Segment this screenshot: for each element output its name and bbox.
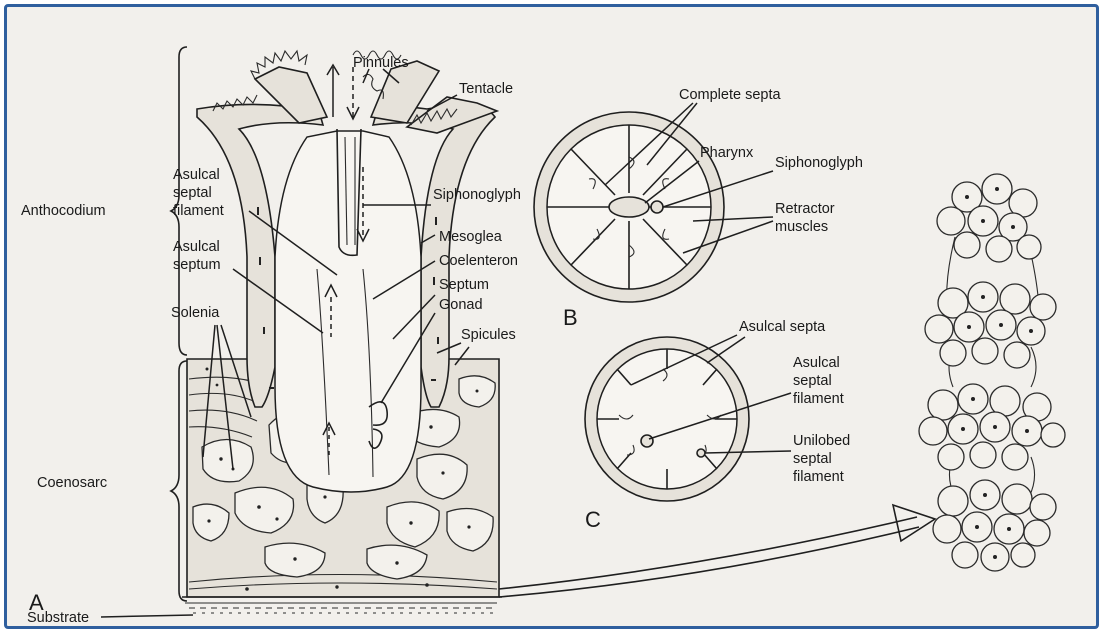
colony-arrow bbox=[499, 517, 917, 589]
label-pharynx: Pharynx bbox=[700, 145, 754, 161]
panel-label-c: C bbox=[585, 507, 601, 532]
cross-section-c bbox=[585, 337, 749, 501]
label-asulcal-septa: Asulcal septa bbox=[739, 319, 826, 335]
figure-frame: Pinnules Tentacle Anthocodium Asulcal se… bbox=[4, 4, 1099, 629]
label-retractor-2: muscles bbox=[775, 219, 828, 235]
coenosarc-brace bbox=[171, 361, 187, 601]
label-asulcal-septum-2: septum bbox=[173, 257, 221, 273]
label-coelenteron: Coelenteron bbox=[439, 253, 518, 269]
label-spicules: Spicules bbox=[461, 327, 516, 343]
label-asulcal-septum-1: Asulcal bbox=[173, 239, 220, 255]
pharynx-b bbox=[609, 197, 649, 217]
label-asulcal-septal-filament-2: septal bbox=[173, 185, 212, 201]
cross-section-b bbox=[534, 112, 724, 302]
coral-anatomy-diagram: Pinnules Tentacle Anthocodium Asulcal se… bbox=[7, 7, 1096, 626]
label-asulcal-septal-filament-1: Asulcal bbox=[173, 167, 220, 183]
label-complete-septa: Complete septa bbox=[679, 87, 781, 103]
label-siphonoglyph-b: Siphonoglyph bbox=[775, 155, 863, 171]
label-siphonoglyph-a: Siphonoglyph bbox=[433, 187, 521, 203]
label-anthocodium: Anthocodium bbox=[21, 203, 106, 219]
label-septum: Septum bbox=[439, 277, 489, 293]
label-gonad: Gonad bbox=[439, 297, 483, 313]
label-unilobed-2: septal bbox=[793, 451, 832, 467]
label-c-asulcal-2: septal bbox=[793, 373, 832, 389]
label-coenosarc: Coenosarc bbox=[37, 475, 107, 491]
panel-label-a: A bbox=[29, 590, 44, 615]
label-solenia: Solenia bbox=[171, 305, 220, 321]
label-c-asulcal-3: filament bbox=[793, 391, 844, 407]
label-unilobed-3: filament bbox=[793, 469, 844, 485]
label-asulcal-septal-filament-3: filament bbox=[173, 203, 224, 219]
label-tentacle: Tentacle bbox=[459, 81, 513, 97]
label-c-asulcal-1: Asulcal bbox=[793, 355, 840, 371]
label-unilobed-1: Unilobed bbox=[793, 433, 850, 449]
coral-colony bbox=[919, 174, 1065, 571]
label-pinnules: Pinnules bbox=[353, 55, 409, 71]
coelenteron-cavity bbox=[275, 131, 421, 492]
label-mesoglea: Mesoglea bbox=[439, 229, 503, 245]
label-retractor-1: Retractor bbox=[775, 201, 835, 217]
panel-label-b: B bbox=[563, 305, 578, 330]
